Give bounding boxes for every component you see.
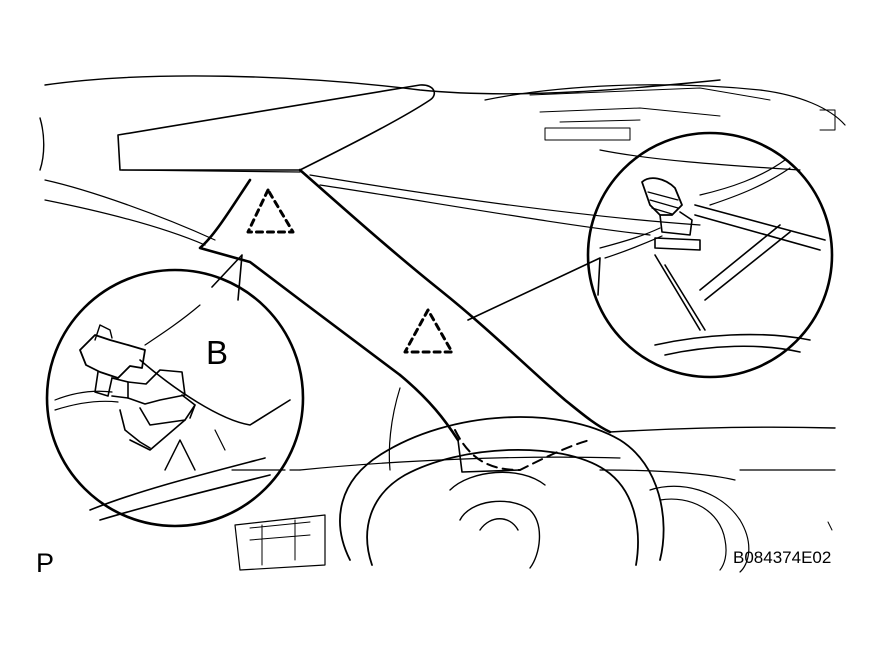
- leader-line-left: [211, 254, 243, 301]
- leader-line-right: [467, 257, 601, 321]
- corner-label-p: P: [36, 548, 55, 578]
- steering-wheel: [339, 416, 665, 569]
- callout-label-b: B: [206, 334, 229, 371]
- dashboard: [231, 456, 836, 573]
- detail-circle-left: [45, 268, 305, 528]
- windshield-edges: [44, 149, 801, 246]
- detail-circle-right: [586, 131, 834, 379]
- a-pillar-garnish: [198, 168, 836, 473]
- dashed-triangle-marker: [246, 188, 295, 234]
- figure-code: B084374E02: [733, 548, 832, 567]
- sun-visor: [117, 84, 436, 173]
- dashed-triangle-marker: [403, 308, 454, 354]
- roof-lines: [39, 75, 846, 171]
